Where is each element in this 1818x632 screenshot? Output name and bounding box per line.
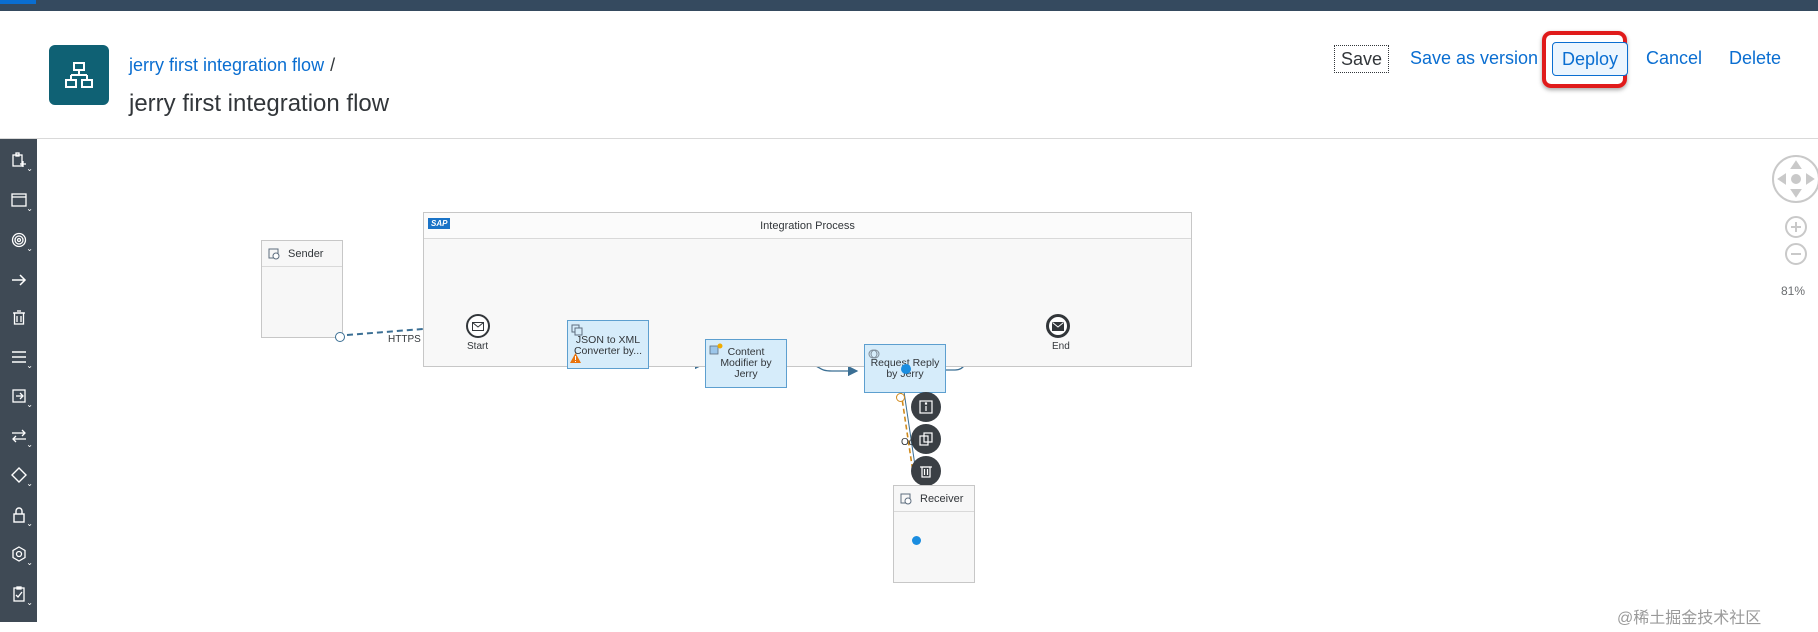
palette-gateway-icon[interactable]: ⌄ xyxy=(0,456,37,494)
warning-icon xyxy=(570,353,581,366)
breadcrumb-separator: / xyxy=(330,55,336,75)
content-modifier-step[interactable]: Content Modifier by Jerry xyxy=(705,339,787,388)
info-action-icon[interactable] xyxy=(911,392,941,422)
end-label: End xyxy=(1052,341,1070,352)
request-reply-step[interactable]: Request Reply by Jerry xyxy=(864,344,946,393)
palette-transformation-icon[interactable]: ⌄ xyxy=(0,377,37,415)
selection-handle[interactable] xyxy=(901,364,911,374)
receiver-participant-icon xyxy=(900,493,912,505)
envelope-icon xyxy=(472,321,484,331)
breadcrumb-link[interactable]: jerry first integration flow xyxy=(129,55,325,75)
end-event[interactable] xyxy=(1046,314,1070,338)
pan-control-icon[interactable] xyxy=(1771,154,1818,209)
palette-participants-icon[interactable]: ⌄ xyxy=(0,141,37,179)
sap-logo: SAP xyxy=(428,218,451,229)
od-label: Od xyxy=(901,437,915,448)
receiver-handle[interactable] xyxy=(912,536,921,545)
page-header: jerry first integration flow/ jerry firs… xyxy=(0,11,1818,139)
content-modifier-icon xyxy=(709,343,723,358)
start-event[interactable] xyxy=(466,314,490,338)
request-port[interactable] xyxy=(896,393,905,402)
palette-toolbar: ⌄ ⌄ ⌄ ⌄ ⌄ ⌄ ⌄ ⌄ ⌄ ⌄ xyxy=(0,139,37,622)
json-to-xml-step[interactable]: JSON to XML Converter by... xyxy=(567,320,649,369)
save-as-version-button[interactable]: Save as version xyxy=(1410,48,1539,68)
page-title: jerry first integration flow xyxy=(129,90,390,117)
https-label: HTTPS xyxy=(388,334,421,345)
delete-action-icon[interactable] xyxy=(911,456,941,486)
copy-action-icon[interactable] xyxy=(911,424,941,454)
shell-accent xyxy=(0,0,36,4)
integration-flow-icon xyxy=(49,45,109,105)
palette-validator-icon[interactable]: ⌄ xyxy=(0,575,37,613)
zoom-out-icon[interactable] xyxy=(1784,242,1808,271)
sender-port[interactable] xyxy=(335,332,345,342)
receiver-participant[interactable]: Receiver xyxy=(893,485,975,583)
integration-process-title: Integration Process xyxy=(760,219,855,232)
sender-label: Sender xyxy=(288,247,324,260)
palette-mapping-icon[interactable]: ⌄ xyxy=(11,351,33,370)
start-label: Start xyxy=(467,341,489,352)
integration-process-pool[interactable]: SAP Integration Process xyxy=(423,212,1192,367)
participant-icon xyxy=(268,248,280,260)
json-step-label: JSON to XML Converter by... xyxy=(573,333,643,357)
palette-security-icon[interactable]: ⌄ xyxy=(0,496,37,534)
palette-process-icon[interactable]: ⌄ xyxy=(0,181,37,219)
header-actions: Save Save as version Deploy Cancel Delet… xyxy=(0,31,1818,88)
receiver-header: Receiver xyxy=(894,486,974,512)
palette-routing-icon[interactable]: ⌄ xyxy=(0,417,37,455)
end-envelope-icon xyxy=(1052,321,1064,331)
content-step-label: Content Modifier by Jerry xyxy=(720,346,772,380)
deploy-button[interactable]: Deploy xyxy=(1552,42,1629,76)
zoom-in-icon[interactable] xyxy=(1784,215,1808,244)
receiver-label: Receiver xyxy=(920,492,964,505)
request-reply-icon xyxy=(868,348,880,363)
sender-header: Sender xyxy=(262,241,342,267)
flow-canvas[interactable]: Sender HTTPS SAP Integration Process Sta… xyxy=(37,139,1818,632)
zoom-level: 81% xyxy=(1781,284,1806,298)
shell-bar xyxy=(0,0,1818,11)
delete-button[interactable]: Delete xyxy=(1729,48,1782,68)
sender-participant[interactable]: Sender xyxy=(261,240,343,338)
palette-delete-icon[interactable] xyxy=(0,299,37,337)
integration-process-header: SAP Integration Process xyxy=(424,213,1191,239)
cancel-button[interactable]: Cancel xyxy=(1646,48,1703,68)
watermark: @稀土掘金技术社区 xyxy=(1617,610,1762,627)
save-button[interactable]: Save xyxy=(1334,45,1390,73)
converter-icon xyxy=(571,324,583,339)
palette-events-icon[interactable]: ⌄ xyxy=(0,221,37,259)
breadcrumb: jerry first integration flow/ xyxy=(129,55,335,76)
palette-persistence-icon[interactable]: ⌄ xyxy=(0,535,37,573)
palette-call-icon[interactable] xyxy=(0,261,37,299)
